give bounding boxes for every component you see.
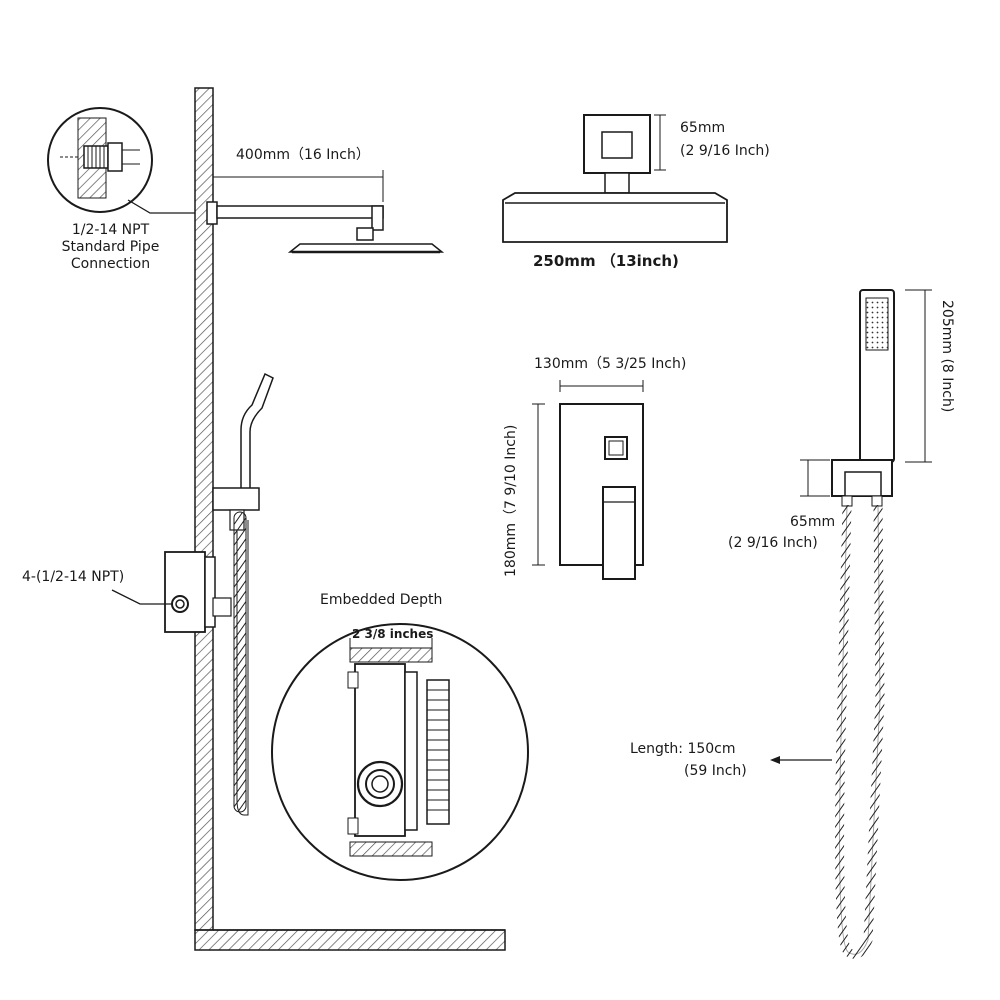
rain-head-height-inch: (2 9/16 Inch) [680, 143, 770, 159]
valve-plate-width: 130mm（5 3/25 Inch) [534, 356, 687, 372]
pipe-connection-detail [47, 107, 195, 214]
wall-valve-box [111, 551, 232, 633]
pipe-connection-label: 1/2-14 NPT Standard Pipe Connection [48, 222, 173, 273]
embedded-depth-title: Embedded Depth [320, 592, 443, 608]
embedded-depth-value: 2 3/8 inches [352, 627, 434, 641]
wall-hand-shower [212, 372, 274, 816]
hand-shower-length: 205mm (8 Inch) [939, 300, 955, 413]
hose-length-inch: (59 Inch) [684, 763, 747, 779]
rain-head-width: 250mm （13inch) [533, 252, 679, 270]
arm-length-label: 400mm（16 Inch） [236, 147, 370, 163]
valve-plate [532, 380, 644, 580]
embedded-depth-detail [271, 623, 529, 881]
pipe-connection-line3: Connection [70, 256, 151, 272]
arm-length-dimension [212, 170, 384, 202]
pipe-connection-line1: 1/2-14 NPT [71, 222, 150, 238]
valve-plate-height: 180mm（7 9/10 Inch) [503, 424, 519, 577]
wall [194, 87, 506, 951]
rain-head [502, 114, 728, 243]
hand-shower [770, 289, 932, 959]
valve-ports-label: 4-(1/2-14 NPT) [22, 569, 125, 585]
pipe-connection-line2: Standard Pipe [61, 239, 160, 255]
rain-head-height: 65mm [680, 120, 726, 136]
holder-height: 65mm [790, 514, 836, 530]
holder-height-inch: (2 9/16 Inch) [728, 535, 818, 551]
shower-arm [206, 201, 445, 254]
hose-length: Length: 150cm [630, 741, 736, 757]
